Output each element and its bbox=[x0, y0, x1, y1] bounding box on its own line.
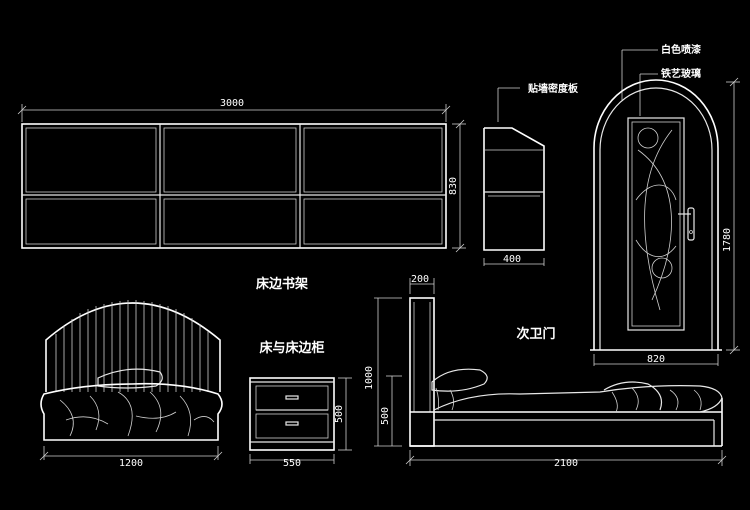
door-note-glass: 铁艺玻璃 bbox=[661, 67, 701, 80]
bedside-cabinet-elevation: 床与床边柜 500 550 bbox=[249, 340, 352, 469]
bed-low-height-dimension: 500 bbox=[380, 407, 391, 425]
bathroom-door-elevation: 白色喷漆 铁艺玻璃 1780 820 次卫门 bbox=[516, 43, 740, 366]
shelf-height-dimension: 830 bbox=[448, 177, 459, 195]
bed-front-width-dimension: 1200 bbox=[119, 458, 143, 469]
headboard-thickness-dimension: 200 bbox=[411, 274, 429, 285]
bookshelf-elevation: 3000 830 床边书架 bbox=[17, 98, 466, 292]
bed-length-dimension: 2100 bbox=[554, 458, 578, 469]
side-panel-width-dimension: 400 bbox=[503, 254, 521, 265]
door-height-dimension: 1780 bbox=[722, 228, 733, 252]
door-width-dimension: 820 bbox=[647, 354, 665, 365]
cabinet-title: 床与床边柜 bbox=[259, 340, 324, 356]
cabinet-width-dimension: 550 bbox=[283, 458, 301, 469]
door-note-paint: 白色喷漆 bbox=[661, 43, 701, 56]
bed-total-height-dimension: 1000 bbox=[364, 366, 375, 390]
bed-front-elevation: 1200 bbox=[39, 300, 223, 469]
side-panel-note: 贴墙密度板 bbox=[527, 82, 579, 95]
cabinet-height-dimension: 500 bbox=[334, 405, 345, 423]
door-title: 次卫门 bbox=[516, 326, 555, 342]
side-panel-section: 贴墙密度板 400 bbox=[483, 82, 579, 266]
shelf-width-dimension: 3000 bbox=[220, 98, 244, 109]
bed-side-elevation: 200 1000 500 2100 bbox=[364, 274, 727, 469]
shelf-title: 床边书架 bbox=[256, 276, 308, 292]
